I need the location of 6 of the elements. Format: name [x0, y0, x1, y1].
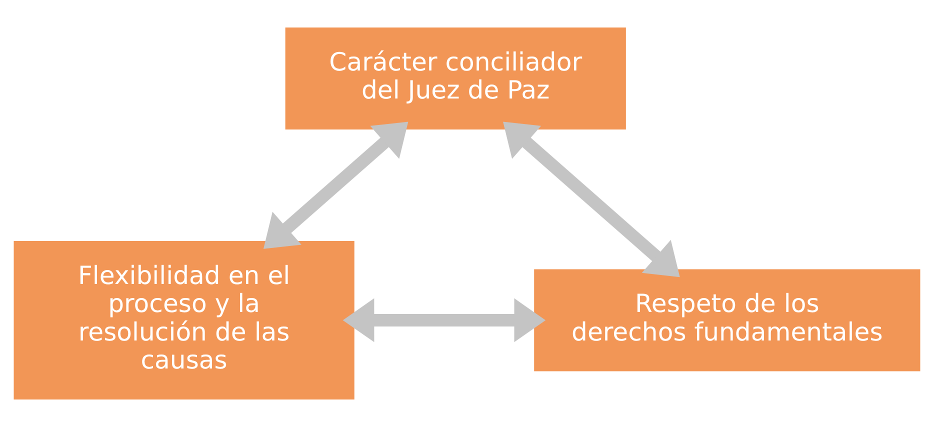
arrow [503, 121, 680, 277]
arrow [342, 298, 546, 342]
arrow [263, 121, 408, 248]
node-box: Respeto de los derechos fundamentales [534, 268, 920, 371]
node-box: Carácter conciliador del Juez de Paz [285, 27, 626, 130]
node-box: Flexibilidad en el proceso y la resolución de las causas [14, 240, 354, 399]
